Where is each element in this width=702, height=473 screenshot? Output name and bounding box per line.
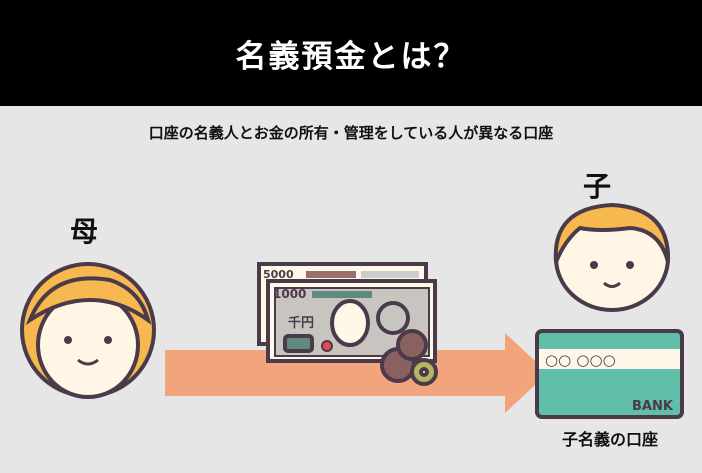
card-number: ○○ ○○○ bbox=[545, 351, 616, 369]
header-bar: 名義預金とは？ bbox=[0, 0, 702, 106]
card-caption: 子名義の口座 bbox=[561, 430, 658, 449]
bank-card-icon bbox=[535, 329, 684, 419]
banknotes-icon bbox=[257, 262, 438, 386]
bill-1000: 1000 bbox=[273, 287, 306, 301]
child-face-icon bbox=[553, 202, 671, 312]
page-title: 名義預金とは？ bbox=[235, 38, 467, 75]
subtitle: 口座の名義人とお金の所有・管理をしている人が異なる口座 bbox=[148, 124, 554, 142]
bill-text: 千円 bbox=[288, 315, 314, 331]
mother-label: 母 bbox=[70, 215, 99, 248]
child-label: 子 bbox=[583, 170, 612, 203]
mother-face-icon bbox=[20, 262, 156, 399]
bill-5000: 5000 bbox=[263, 268, 294, 281]
card-brand: BANK bbox=[632, 399, 674, 414]
